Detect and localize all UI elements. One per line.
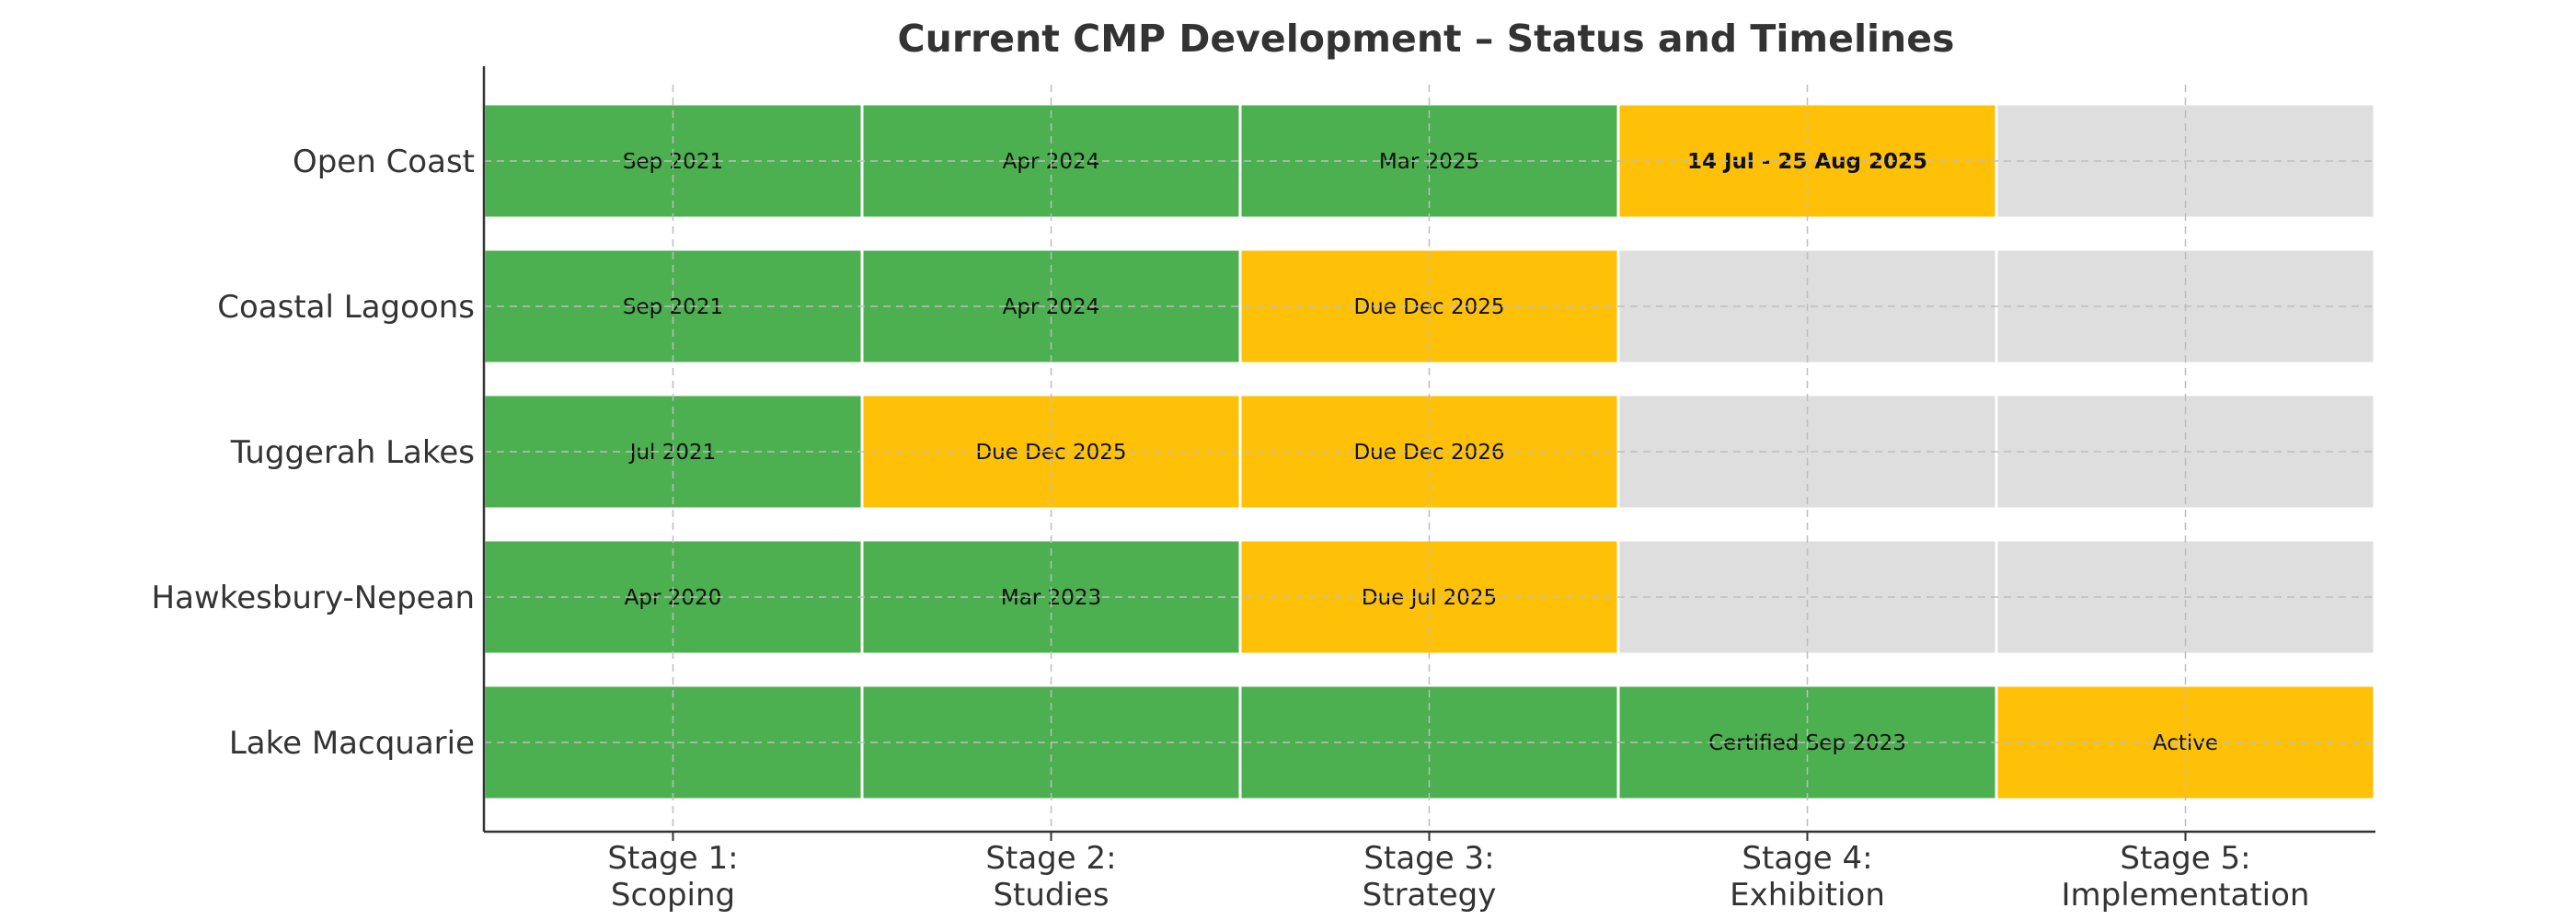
stage-label-2-line-2: Studies bbox=[993, 877, 1109, 914]
axes bbox=[482, 66, 2375, 841]
stage-label-2-line-1: Stage 2: bbox=[985, 840, 1116, 877]
stage-label-3-line-1: Stage 3: bbox=[1363, 840, 1494, 877]
row-label-hawkesbury-nepean: Hawkesbury-Nepean bbox=[152, 580, 475, 616]
grid-lines bbox=[484, 85, 2375, 832]
row-label-coastal-lagoons: Coastal Lagoons bbox=[217, 289, 475, 326]
stage-label-3-line-2: Strategy bbox=[1363, 877, 1497, 914]
chart-title: Current CMP Development – Status and Tim… bbox=[898, 17, 1955, 61]
stage-label-1-line-2: Scoping bbox=[611, 877, 735, 914]
row-label-tuggerah-lakes: Tuggerah Lakes bbox=[230, 434, 475, 471]
stage-label-5-line-1: Stage 5: bbox=[2120, 840, 2250, 877]
stage-label-5-line-2: Implementation bbox=[2062, 877, 2310, 914]
stage-label-4-line-1: Stage 4: bbox=[1742, 840, 1872, 877]
stage-label-1-line-1: Stage 1: bbox=[607, 840, 738, 877]
row-label-lake-macquarie: Lake Macquarie bbox=[229, 725, 475, 762]
row-label-open-coast: Open Coast bbox=[293, 144, 475, 180]
cell-label-tuggerah-lakes-stage-1: Jul 2021 bbox=[628, 441, 717, 465]
stage-label-4-line-2: Exhibition bbox=[1730, 877, 1885, 914]
